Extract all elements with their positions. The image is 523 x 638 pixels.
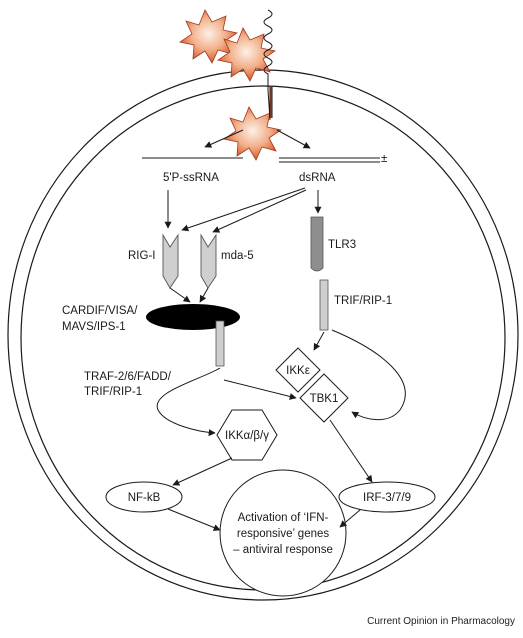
dsrna-label: dsRNA — [299, 172, 336, 184]
mda5-label: mda-5 — [221, 250, 254, 262]
rigi-receptor — [162, 233, 179, 289]
cardif-adaptor — [146, 304, 240, 330]
ikkabg-node — [216, 409, 278, 461]
arrow-mda5-to-cardif — [199, 287, 209, 303]
arrow-irf-to-activation — [339, 509, 361, 528]
arrow-cardif-to-tbk1 — [223, 379, 297, 400]
activation-node — [219, 469, 347, 597]
ikke-node — [275, 347, 321, 393]
activation-label-line1: Activation of ‘IFN- — [238, 512, 329, 524]
arrow-rigi-to-cardif — [169, 287, 191, 303]
arrow-cardif-to-ikkabg — [156, 367, 221, 437]
arrow-trif-to-tbk1 — [331, 329, 406, 421]
rigi-label: RIG-I — [128, 250, 155, 262]
ikkabg-label: IKKα/β/γ — [225, 430, 269, 442]
cardif-tail — [215, 320, 225, 367]
cardif-label-line1: CARDIF/VISA/ — [62, 305, 138, 317]
ikke-label: IKKε — [286, 365, 310, 377]
tlr3-label: TLR3 — [328, 239, 356, 251]
virus-particle-2 — [216, 27, 277, 82]
mda5-receptor — [200, 233, 217, 289]
virus-particle-entering — [222, 106, 283, 161]
nfkb-node — [105, 481, 183, 513]
membrane-receptor — [263, 9, 273, 121]
traf-label-line1: TRAF-2/6/FADD/ — [84, 371, 172, 383]
cardif-label-line2: MAVS/IPS-1 — [62, 321, 126, 333]
dsrna-plusminus: ± — [381, 153, 387, 165]
arrow-nfkb-to-activation — [167, 508, 221, 531]
tbk1-node — [299, 373, 349, 423]
ssrna-label: 5'P-ssRNA — [163, 172, 219, 184]
traf-label-line2: TRIF/RIP-1 — [84, 386, 142, 398]
activation-label-line3: – antiviral response — [233, 544, 333, 556]
tlr3-receptor — [310, 216, 324, 272]
tbk1-label: TBK1 — [310, 393, 339, 405]
arrow-trif-to-ikke — [313, 331, 325, 351]
arrow-tbk1-to-irf — [329, 419, 373, 483]
trif-label: TRIF/RIP-1 — [334, 295, 392, 307]
arrow-ikkabg-to-nfkb — [172, 457, 233, 486]
arrow-dsrna-to-rigi — [181, 187, 306, 232]
virus-particle-1 — [178, 9, 239, 64]
irf-label: IRF-3/7/9 — [363, 492, 411, 504]
activation-label-line2: responsive’ genes — [237, 528, 330, 540]
arrow-dsrna-to-mda5 — [212, 189, 307, 233]
irf-node — [338, 481, 436, 513]
arrow-virus-to-dsrna — [276, 129, 311, 149]
trif-adaptor — [319, 279, 329, 331]
arrow-virus-to-ssrna — [204, 129, 244, 148]
figure-credit: Current Opinion in Pharmacology — [367, 616, 515, 627]
nfkb-label: NF-kB — [128, 492, 161, 504]
